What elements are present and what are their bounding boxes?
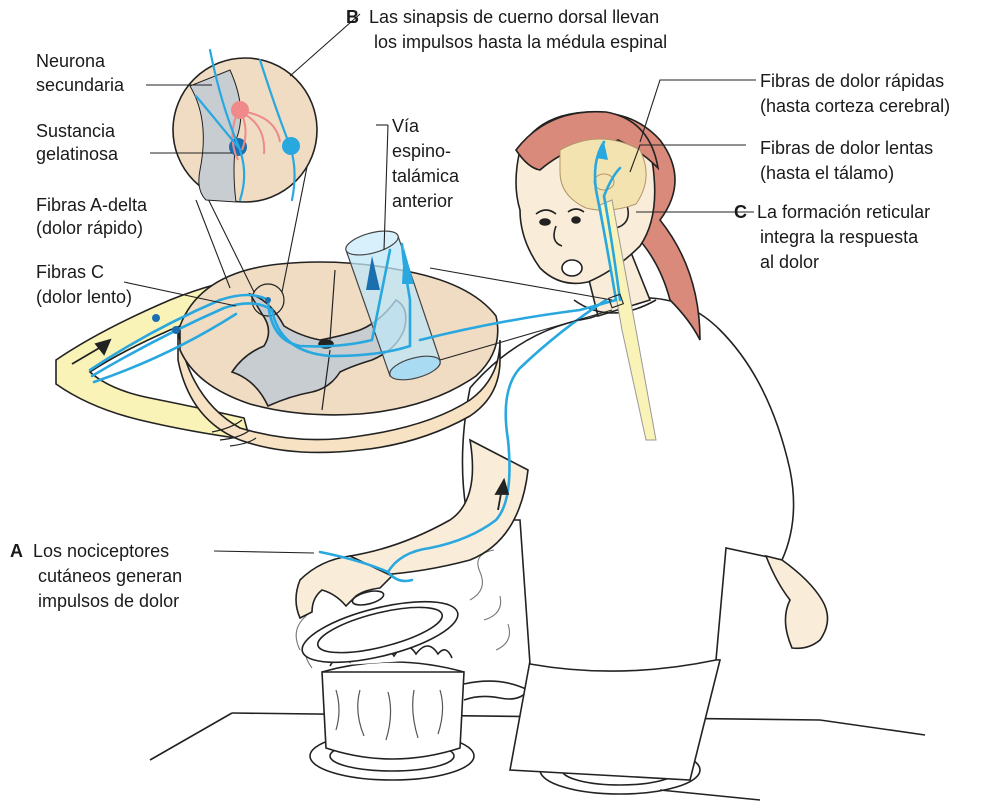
- label-a-letter: A: [10, 541, 23, 561]
- label-sustancia-2: gelatinosa: [36, 143, 118, 165]
- label-b-line1: Las sinapsis de cuerno dorsal llevan: [369, 7, 659, 27]
- label-neurona-1: Neurona: [36, 50, 105, 72]
- label-neurona-2: secundaria: [36, 74, 124, 96]
- label-fibrasc-2: (dolor lento): [36, 286, 132, 308]
- label-via-4: anterior: [392, 190, 453, 212]
- boiling-pot: [322, 646, 528, 759]
- label-rapidas-2: (hasta corteza cerebral): [760, 95, 950, 117]
- label-rapidas-1: Fibras de dolor rápidas: [760, 70, 944, 92]
- label-via-3: talámica: [392, 165, 459, 187]
- label-b: B Las sinapsis de cuerno dorsal llevan: [346, 6, 659, 28]
- label-via-2: espino-: [392, 140, 451, 162]
- label-adelta-1: Fibras A-delta: [36, 194, 147, 216]
- label-fibrasc-1: Fibras C: [36, 261, 104, 283]
- label-lentas-2: (hasta el tálamo): [760, 162, 894, 184]
- label-a-line3: impulsos de dolor: [38, 590, 179, 612]
- label-b-letter: B: [346, 7, 359, 27]
- label-a-line1: Los nociceptores: [33, 541, 169, 561]
- label-b-line2: los impulsos hasta la médula espinal: [374, 31, 667, 53]
- label-c-line1: La formación reticular: [757, 202, 930, 222]
- label-c-letter: C: [734, 202, 747, 222]
- label-lentas-1: Fibras de dolor lentas: [760, 137, 933, 159]
- label-adelta-2: (dolor rápido): [36, 217, 143, 239]
- label-c: C La formación reticular: [734, 201, 930, 223]
- label-c-line2: integra la respuesta: [760, 226, 918, 248]
- label-a-line2: cutáneos generan: [38, 565, 182, 587]
- label-via-1: Vía: [392, 115, 419, 137]
- label-sustancia-1: Sustancia: [36, 120, 115, 142]
- label-a: A Los nociceptores: [10, 540, 169, 562]
- label-c-line3: al dolor: [760, 251, 819, 273]
